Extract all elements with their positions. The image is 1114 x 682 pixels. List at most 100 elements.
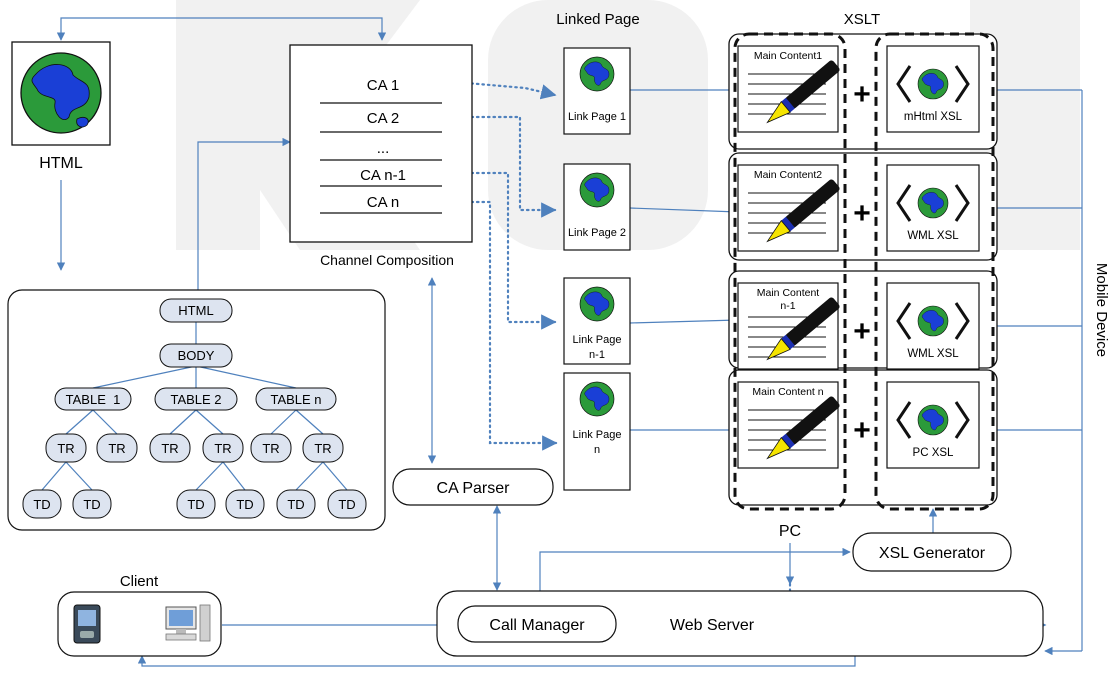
globe-icon bbox=[579, 286, 615, 322]
xsl-label: PC XSL bbox=[913, 447, 955, 459]
main-content-label: Main Content bbox=[757, 287, 820, 299]
plus-sign: + bbox=[853, 315, 871, 348]
xsl-generator-box: XSL Generator bbox=[852, 532, 1012, 572]
xslt-row: Main Content1+mHtml XSL bbox=[728, 33, 998, 150]
plus-sign: + bbox=[853, 414, 871, 447]
channel-item: CA 2 bbox=[367, 110, 400, 127]
tree-node-body bbox=[159, 343, 233, 368]
tree-node-td bbox=[225, 489, 265, 519]
tree-label-td: TD bbox=[187, 497, 204, 512]
main-content-label: Main Content2 bbox=[754, 169, 822, 181]
client-box bbox=[57, 591, 222, 657]
code-brackets-icon bbox=[896, 184, 970, 222]
linked-page-card: Link Page 1 bbox=[563, 47, 631, 135]
tree-label-tr: TR bbox=[214, 441, 231, 456]
mobile-device-label: Mobile Device bbox=[1093, 263, 1110, 357]
globe-icon bbox=[917, 187, 949, 219]
tree-label-tr: TR bbox=[108, 441, 125, 456]
pen-icon bbox=[766, 179, 840, 243]
call-manager-label: Call Manager bbox=[489, 617, 585, 634]
html-caption: HTML bbox=[39, 155, 83, 172]
xsl-generator-label: XSL Generator bbox=[879, 545, 986, 562]
linked-page-label: n bbox=[594, 444, 600, 456]
xslt-row: Main Content n + PC XSL bbox=[728, 369, 998, 506]
linked-page-label: n-1 bbox=[589, 349, 605, 361]
tree-label-table: TABLE n bbox=[270, 392, 321, 407]
tree-label-tr: TR bbox=[161, 441, 178, 456]
linked-page-label: Link Page 1 bbox=[568, 111, 626, 123]
xslt-dashed-groups bbox=[733, 32, 995, 511]
tree-node-html bbox=[159, 298, 233, 323]
tree-node-tr bbox=[302, 433, 344, 463]
tree-node-tr bbox=[202, 433, 244, 463]
main-content-label: n-1 bbox=[780, 300, 795, 312]
tree-label-td: TD bbox=[287, 497, 304, 512]
tree-label-table: TABLE 1 bbox=[66, 392, 121, 407]
globe-icon bbox=[579, 56, 615, 92]
plus-sign: + bbox=[853, 78, 871, 111]
tree-node-td bbox=[72, 489, 112, 519]
connector-tree-to-channel bbox=[197, 137, 291, 290]
tree-label-tr: TR bbox=[262, 441, 279, 456]
ca-parser-label: CA Parser bbox=[437, 480, 511, 497]
client-title: Client bbox=[120, 573, 159, 590]
tree-label-td: TD bbox=[33, 497, 50, 512]
main-content-label: Main Content1 bbox=[754, 50, 822, 62]
main-content-document bbox=[737, 45, 839, 133]
main-content-label: Main Content n bbox=[752, 386, 823, 398]
connector-top-loop bbox=[56, 17, 387, 41]
tree-label-html: HTML bbox=[178, 303, 213, 318]
tree-label-tr: TR bbox=[57, 441, 74, 456]
tree-node-tr bbox=[149, 433, 191, 463]
globe-icon bbox=[917, 404, 949, 436]
linked-page-label: Link Page bbox=[573, 429, 622, 441]
pc-label: PC bbox=[779, 523, 801, 540]
channel-composition-caption: Channel Composition bbox=[320, 252, 454, 268]
globe-icon bbox=[917, 68, 949, 100]
linked-page-card: Link Page n bbox=[563, 372, 631, 491]
tree-node-tr bbox=[45, 433, 87, 463]
linked-page-label: Link Page 2 bbox=[568, 227, 626, 239]
call-manager-box bbox=[457, 605, 617, 643]
tree-node-td bbox=[22, 489, 62, 519]
html-document bbox=[11, 41, 111, 146]
code-brackets-icon bbox=[896, 401, 970, 439]
web-server-label: Web Server bbox=[670, 617, 755, 634]
tree-node-td bbox=[327, 489, 367, 519]
main-content-document bbox=[737, 381, 839, 469]
web-server-box: Call Manager Web Server bbox=[436, 590, 1044, 657]
channel-composition-box: CA 1 CA 2 ... CA n-1 CA n bbox=[289, 44, 473, 243]
tree-label-table: TABLE 2 bbox=[170, 392, 221, 407]
pen-icon bbox=[766, 297, 840, 361]
tree-node-table bbox=[255, 387, 337, 411]
tree-node-table bbox=[54, 387, 132, 411]
pen-icon bbox=[766, 60, 840, 124]
channel-item: ... bbox=[377, 140, 390, 157]
linked-page-label: Link Page bbox=[573, 334, 622, 346]
channel-item: CA 1 bbox=[367, 77, 400, 94]
connector-link3-main3 bbox=[629, 316, 739, 325]
code-brackets-icon bbox=[896, 65, 970, 103]
dotted-ca1-link1 bbox=[453, 80, 557, 100]
channel-item: CA n bbox=[367, 194, 400, 211]
xsl-label: WML XSL bbox=[907, 348, 959, 360]
xslt-title: XSLT bbox=[844, 11, 880, 28]
tree-label-tr: TR bbox=[314, 441, 331, 456]
tree-label-td: TD bbox=[338, 497, 355, 512]
plus-sign: + bbox=[853, 197, 871, 230]
tree-label-td: TD bbox=[83, 497, 100, 512]
xsl-label: WML XSL bbox=[907, 230, 959, 242]
tree-label-body: BODY bbox=[178, 348, 215, 363]
tree-node-td bbox=[276, 489, 316, 519]
tree-node-tr bbox=[250, 433, 292, 463]
tree-label-td: TD bbox=[236, 497, 253, 512]
connector-call-manager-to-xsl-generator bbox=[539, 547, 851, 605]
globe-icon bbox=[579, 381, 615, 417]
desktop-computer-icon bbox=[165, 604, 211, 642]
linked-page-card: Link Page 2 bbox=[563, 163, 631, 251]
dom-tree-panel: HTML BODY TABLE 1 TABLE 2 TABLE n TR TR … bbox=[7, 289, 386, 531]
